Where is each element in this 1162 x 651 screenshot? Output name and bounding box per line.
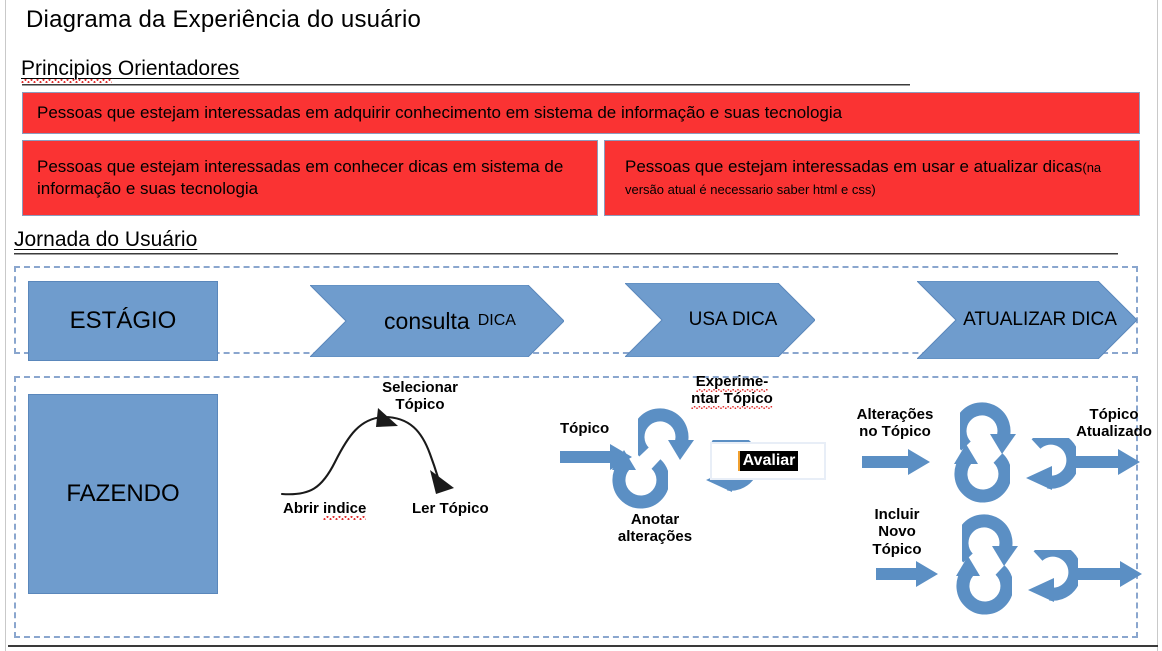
journey-stage-panel bbox=[14, 266, 1138, 354]
doing-label-selecionar-topico: Selecionar Tópico bbox=[360, 379, 480, 414]
doing-cycle-update-arc-left bbox=[946, 442, 1012, 509]
doing-cycle-use-arc-left bbox=[604, 448, 670, 515]
principle-card-right-body: Pessoas que estejam interessadas em usar… bbox=[625, 156, 1125, 200]
doing-arrow-in-update bbox=[862, 449, 930, 480]
doing-cycle-update-arc-top bbox=[953, 400, 1024, 461]
section-rule-jornada bbox=[14, 253, 1118, 255]
doing-label-experimentar-topico: Experime- ntar Tópico bbox=[672, 373, 792, 408]
chevron-shape-icon bbox=[310, 285, 564, 357]
chevron-shape-icon bbox=[917, 281, 1137, 359]
doing-label-incluir-l2: Novo bbox=[878, 523, 916, 541]
stage-chevron-atualizar[interactable]: ATUALIZAR DICA bbox=[917, 281, 1137, 359]
section-title-jornada-text: Jornada do Usuário bbox=[14, 228, 198, 251]
doing-cycle-new-arc-top bbox=[955, 512, 1026, 573]
doing-label-experimentar-l2: ntar Tópico bbox=[691, 390, 773, 408]
page-right-rule bbox=[1157, 0, 1158, 651]
stage-chevron-usa[interactable]: USA DICA bbox=[625, 283, 815, 357]
section-title-principios-word: Principios bbox=[21, 57, 113, 80]
principle-card-top: Pessoas que estejam interessadas em adqu… bbox=[22, 92, 1140, 134]
doing-label-incluir-l3: Tópico bbox=[872, 540, 922, 558]
doing-label-incluir-novo-topico: Incluir Novo Tópico bbox=[852, 506, 942, 558]
circular-arrow-icon bbox=[954, 444, 1012, 503]
principle-card-right-main: Pessoas que estejam interessadas em usar… bbox=[625, 157, 1083, 177]
doing-arrow-in-use bbox=[560, 444, 632, 475]
section-title-principios-rest: Orientadores bbox=[112, 57, 240, 80]
doing-label-alteracoes-no-topico: Alterações no Tópico bbox=[840, 406, 950, 441]
doing-label-anotar-l1: Anotar bbox=[630, 511, 680, 528]
journey-doing-panel bbox=[14, 376, 1138, 638]
doing-label-alteracoes-l1: Alterações bbox=[856, 406, 934, 423]
doing-label-indice: indice bbox=[323, 500, 367, 517]
arrowhead-up-icon bbox=[376, 408, 398, 427]
doing-arrow-in-new bbox=[876, 561, 938, 592]
doing-cycle-new-arc-left bbox=[948, 554, 1014, 621]
doing-label-experimentar-l1: Experime- bbox=[695, 373, 769, 390]
chevron-shape-icon bbox=[625, 283, 815, 357]
s-curve-arrow-icon bbox=[280, 408, 454, 496]
circular-arrow-icon bbox=[631, 408, 694, 460]
circular-arrow-icon bbox=[1028, 543, 1082, 602]
doing-label-topico-atualizado-l1: Tópico bbox=[1089, 406, 1139, 423]
section-title-jornada: Jornada do Usuário bbox=[14, 228, 197, 252]
principle-card-right-note: (na versão atual é necessario saber html… bbox=[625, 160, 1102, 197]
circular-arrow-icon bbox=[953, 402, 1016, 454]
doing-label-ler-topico: Ler Tópico bbox=[412, 500, 489, 517]
doing-label-alteracoes-l2: no Tópico bbox=[859, 423, 931, 441]
section-rule-principios bbox=[22, 84, 910, 86]
doing-label-abrir-indice: Abrir indice bbox=[283, 500, 403, 517]
doing-label-anotar-alteracoes: Anotar alterações bbox=[595, 511, 715, 546]
doing-arrow-out-update bbox=[1076, 449, 1140, 480]
page-left-rule bbox=[5, 0, 6, 651]
doing-label-topico-atualizado: Tópico Atualizado bbox=[1068, 406, 1160, 441]
right-arrow-icon bbox=[1078, 561, 1142, 587]
principle-card-left-text: Pessoas que estejam interessadas em conh… bbox=[37, 157, 564, 198]
circular-arrow-icon bbox=[956, 556, 1014, 615]
right-arrow-icon bbox=[1076, 449, 1140, 475]
section-title-principios: Principios Orientadores bbox=[21, 57, 239, 81]
right-arrow-icon bbox=[560, 444, 632, 470]
doing-evaluate-textbox[interactable]: Avaliar bbox=[710, 442, 826, 480]
page-bottom-rule bbox=[8, 645, 1158, 647]
doing-label-abrir: Abrir bbox=[283, 500, 324, 517]
doing-arrow-out-new bbox=[1078, 561, 1142, 592]
doing-curve-browse bbox=[280, 396, 510, 502]
doing-label-box: FAZENDO bbox=[28, 394, 218, 594]
circular-arrow-icon bbox=[1026, 431, 1080, 490]
doing-label-selecionar-topico-l1: Selecionar bbox=[382, 379, 458, 396]
doing-cycle-update-arc-right bbox=[1012, 431, 1080, 499]
circular-arrow-icon bbox=[955, 514, 1018, 566]
principle-card-right: Pessoas que estejam interessadas em usar… bbox=[604, 140, 1140, 216]
doing-label-incluir-l1: Incluir bbox=[874, 506, 920, 523]
circular-arrow-icon bbox=[612, 450, 670, 509]
stage-chevron-consulta[interactable]: consulta DICA bbox=[310, 285, 564, 357]
doing-label-selecionar-topico-l2: Tópico bbox=[395, 396, 445, 414]
principle-card-left: Pessoas que estejam interessadas em conh… bbox=[22, 140, 598, 216]
doing-label-topico-atualizado-l2: Atualizado bbox=[1076, 423, 1152, 441]
arrowhead-down-icon bbox=[430, 470, 454, 494]
right-arrow-icon bbox=[862, 449, 930, 475]
doing-cycle-use-arc-top bbox=[631, 406, 702, 467]
doing-label-anotar-l2: alterações bbox=[617, 528, 693, 546]
principle-card-top-text: Pessoas que estejam interessadas em adqu… bbox=[37, 103, 843, 123]
page-title: Diagrama da Experiência do usuário bbox=[26, 6, 422, 33]
right-arrow-icon bbox=[876, 561, 938, 587]
doing-evaluate-selected-text[interactable]: Avaliar bbox=[737, 450, 799, 472]
doing-cycle-new-arc-right bbox=[1014, 543, 1082, 611]
stage-label-box: ESTÁGIO bbox=[28, 281, 218, 361]
doing-label-topico-in: Tópico bbox=[560, 420, 610, 437]
